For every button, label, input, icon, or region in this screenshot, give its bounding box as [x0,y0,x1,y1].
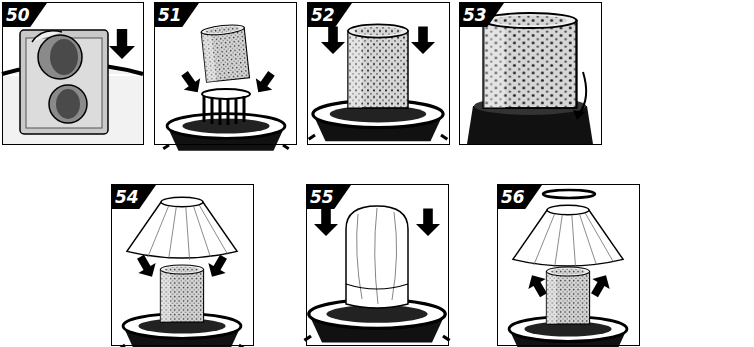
step-panel: 55 [306,184,449,346]
step-panel: 51 [154,2,297,145]
step-panel: 53 [459,2,602,145]
step-panel: 50 [2,2,144,145]
callout-number: 51 [155,3,199,27]
callout-number: 50 [3,3,47,27]
callout-number: 54 [112,185,156,209]
step-panel: 52 [307,2,450,145]
callout-number: 56 [498,185,542,209]
step-panel: 54 [111,184,254,346]
callout-number: 55 [307,185,351,209]
step-panel: 56 [497,184,640,346]
callout-number: 52 [308,3,352,27]
callout-number: 53 [460,3,504,27]
